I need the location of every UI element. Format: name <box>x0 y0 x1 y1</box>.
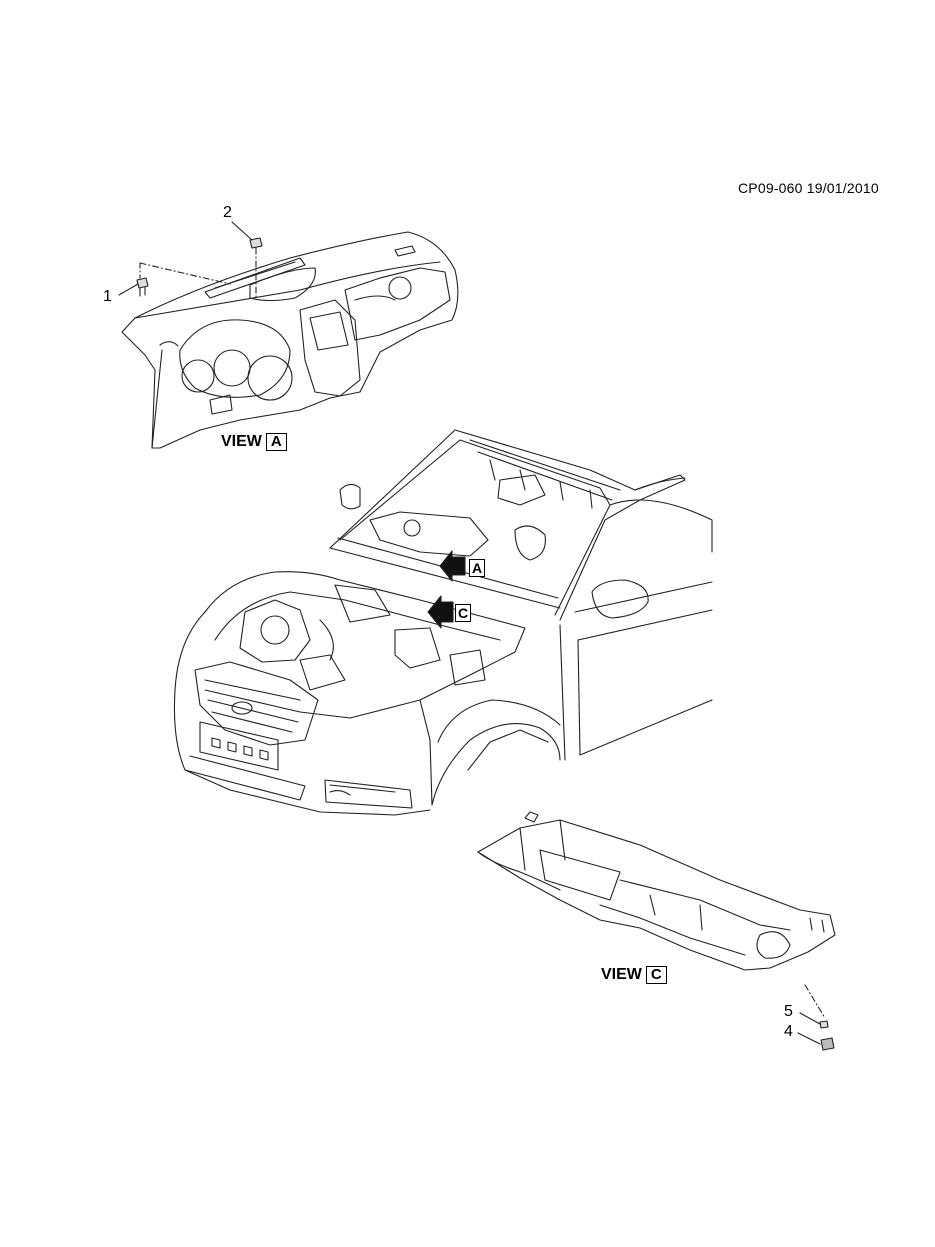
callout-1: 1 <box>103 288 112 305</box>
view-a-word: VIEW <box>221 433 262 450</box>
arrow-c-tag: C <box>455 604 471 622</box>
callout-2: 2 <box>223 204 232 221</box>
arrow-a-tag: A <box>469 559 485 577</box>
view-a-letter: A <box>265 433 287 451</box>
view-c-label: VIEW C <box>601 966 667 984</box>
arrow-a-icon <box>439 550 466 582</box>
callout-5: 5 <box>784 1003 793 1020</box>
view-a-label: VIEW A <box>221 433 287 451</box>
view-c-word: VIEW <box>601 966 642 983</box>
cowl-panel-drawing <box>477 811 836 1051</box>
instrument-panel-drawing <box>118 221 459 449</box>
callout-4: 4 <box>784 1023 793 1040</box>
vehicle-front-drawing <box>173 429 713 816</box>
view-arrows <box>427 550 466 629</box>
document-code-date: CP09-060 19/01/2010 <box>738 180 879 196</box>
arrow-c-icon <box>427 595 454 629</box>
view-c-letter: C <box>645 966 667 984</box>
